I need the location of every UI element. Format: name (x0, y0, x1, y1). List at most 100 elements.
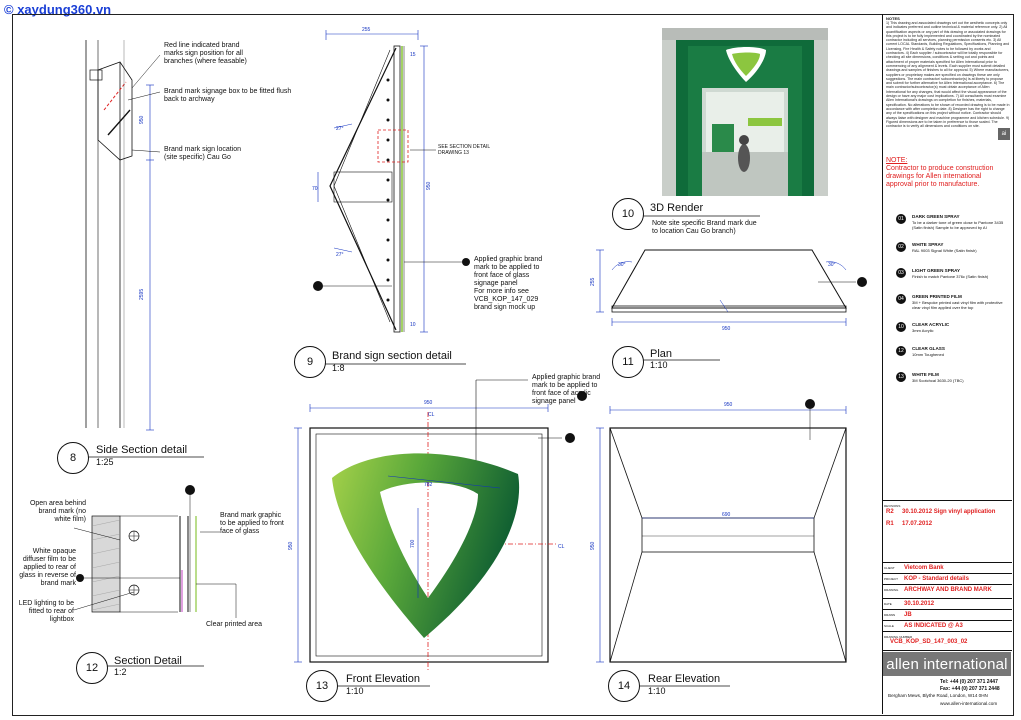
callout-led: LED lighting to be fitted to rear of lig… (18, 600, 74, 623)
plan-drawing (596, 249, 867, 326)
dim-950-section: 950 (426, 181, 432, 190)
rev-1-code: R1 (886, 521, 894, 527)
render-note: Note site specific Brand mark due to loc… (652, 220, 757, 235)
watermark: © xaydung360.vn (4, 2, 112, 17)
dim-700: 700 (410, 539, 416, 548)
legend-number: 13 (896, 372, 906, 382)
callout-signage-box: Brand mark signage box to be fitted flus… (164, 88, 292, 103)
view-11-title: Plan (650, 348, 673, 360)
tb-date-value: 30.10.2012 (904, 601, 935, 607)
view-9-scale: 1:8 (332, 363, 345, 373)
contractor-note: NOTE: Contractor to produce construction… (886, 157, 1008, 189)
view-8-scale: 1:25 (96, 457, 114, 467)
view-11-scale: 1:10 (650, 360, 668, 370)
rev-1-text: 17.07.2012 (902, 521, 933, 527)
view-12-scale: 1:2 (114, 667, 127, 677)
brand-mark-graphic (332, 453, 520, 638)
dim-950-front: 950 (424, 400, 433, 406)
notes-text: 1) This drawing and associated drawings … (886, 21, 1010, 129)
view-13-title: Front Elevation (346, 673, 420, 685)
legend-desc: 3M + Bespoke printed cast vinyl film wit… (912, 300, 1003, 310)
legend-title: WHITE FILM (912, 372, 939, 377)
legend-desc: Finish to match Pantone 376c (Satin fini… (912, 274, 989, 279)
callout-sign-location: Brand mark sign location (site specific)… (164, 146, 242, 161)
company-web: www.allen-international.com (940, 701, 998, 706)
legend-title: LIGHT GREEN SPRAY (912, 268, 961, 273)
legend-number: 02 (896, 242, 906, 252)
tb-client-label: CLIENT (884, 566, 895, 570)
company-fax: Fax: +44 (0) 207 371 2448 (940, 686, 1000, 692)
section-detail-drawing (73, 485, 237, 618)
rev-2-text: 30.10.2012 Sign vinyl application (902, 509, 996, 515)
legend-number: 10 (896, 322, 906, 332)
dim-2595: 2595 (139, 289, 145, 300)
title-block-panel (882, 14, 1013, 714)
legend-title: CLEAR GLASS (912, 346, 945, 351)
tb-date-label: DATE (884, 602, 892, 606)
callout-clear-printed: Clear printed area (206, 621, 263, 628)
dim-950-rear: 950 (724, 402, 733, 408)
revisions-label: REVISIONS (884, 504, 901, 508)
dim-15: 15 (410, 52, 416, 58)
dim-cl-h: CL (558, 544, 565, 550)
notes-heading: NOTES (886, 16, 900, 21)
dim-30-right: 30° (828, 262, 836, 268)
legend-number: 04 (896, 294, 906, 304)
view-9-number: 9 (294, 346, 326, 378)
callout-red-line: Red line indicated brand marks sign posi… (164, 42, 247, 65)
view-9-title: Brand sign section detail (332, 350, 452, 362)
company-tel: Tel: +44 (0) 207 371 2447 (940, 679, 998, 685)
render-image (662, 28, 828, 196)
legend-number: 03 (896, 268, 906, 278)
callout-applied-graphic: Applied graphic brand mark to be applied… (474, 256, 543, 287)
view-10-number: 10 (612, 198, 644, 230)
view-14-scale: 1:10 (648, 686, 666, 696)
company-logo: allen international (883, 652, 1011, 676)
ai-logo-small: ai (998, 128, 1010, 140)
callout-open-area: Open area behind brand mark (no white fi… (29, 500, 86, 523)
legend-title: GREEN PRINTED FILM (912, 294, 962, 299)
view-12-title: Section Detail (114, 655, 182, 667)
company-address: Bergham Mews, Blythe Road, London, W14 0… (888, 693, 988, 698)
dim-950-front-v: 950 (288, 541, 294, 550)
dim-10: 10 (410, 322, 416, 328)
revisions-box: REVISIONS R2 30.10.2012 Sign vinyl appli… (882, 500, 1012, 531)
view-8-number: 8 (57, 442, 89, 474)
tb-scale-value: AS INDICATED @ A3 (904, 623, 963, 629)
dim-27-bottom: 27° (336, 252, 344, 258)
view-8-title: Side Section detail (96, 444, 188, 456)
callout-applied-acrylic: Applied graphic brand mark to be applied… (532, 374, 601, 405)
tb-drawing-value: ARCHWAY AND BRAND MARK (904, 587, 992, 593)
note-head: NOTE: (886, 157, 908, 164)
dim-950-side: 950 (139, 115, 145, 124)
legend-number: 12 (896, 346, 906, 356)
note-body: Contractor to produce construction drawi… (886, 165, 994, 188)
view-11-number: 11 (612, 346, 644, 378)
dim-950-plan: 950 (722, 326, 731, 332)
legend-desc: 10mm Toughened (912, 352, 944, 357)
legend-title: DARK GREEN SPRAY (912, 214, 960, 219)
dim-690: 690 (722, 512, 731, 518)
callout-diffuser: White opaque diffuser film to be applied… (19, 548, 76, 587)
view-10-title: 3D Render (650, 202, 704, 214)
legend-title: CLEAR ACRYLIC (912, 322, 950, 327)
legend-number: 01 (896, 214, 906, 224)
tb-project-label: PROJECT (884, 577, 899, 581)
legend-desc: 3M Scotchcal 3630-20 (TBC) (912, 378, 964, 383)
drawing-sheet (12, 14, 1014, 716)
rev-2-code: R2 (886, 509, 894, 515)
dim-70: 70 (312, 186, 318, 192)
tb-date: DATE 30.10.2012 (882, 598, 1012, 610)
dim-255: 255 (362, 27, 371, 33)
legend-desc: 3mm Acrylic (912, 328, 934, 333)
view-12-number: 12 (76, 652, 108, 684)
view-14-title: Rear Elevation (648, 673, 721, 685)
tb-drawn-value: JB (904, 612, 912, 618)
